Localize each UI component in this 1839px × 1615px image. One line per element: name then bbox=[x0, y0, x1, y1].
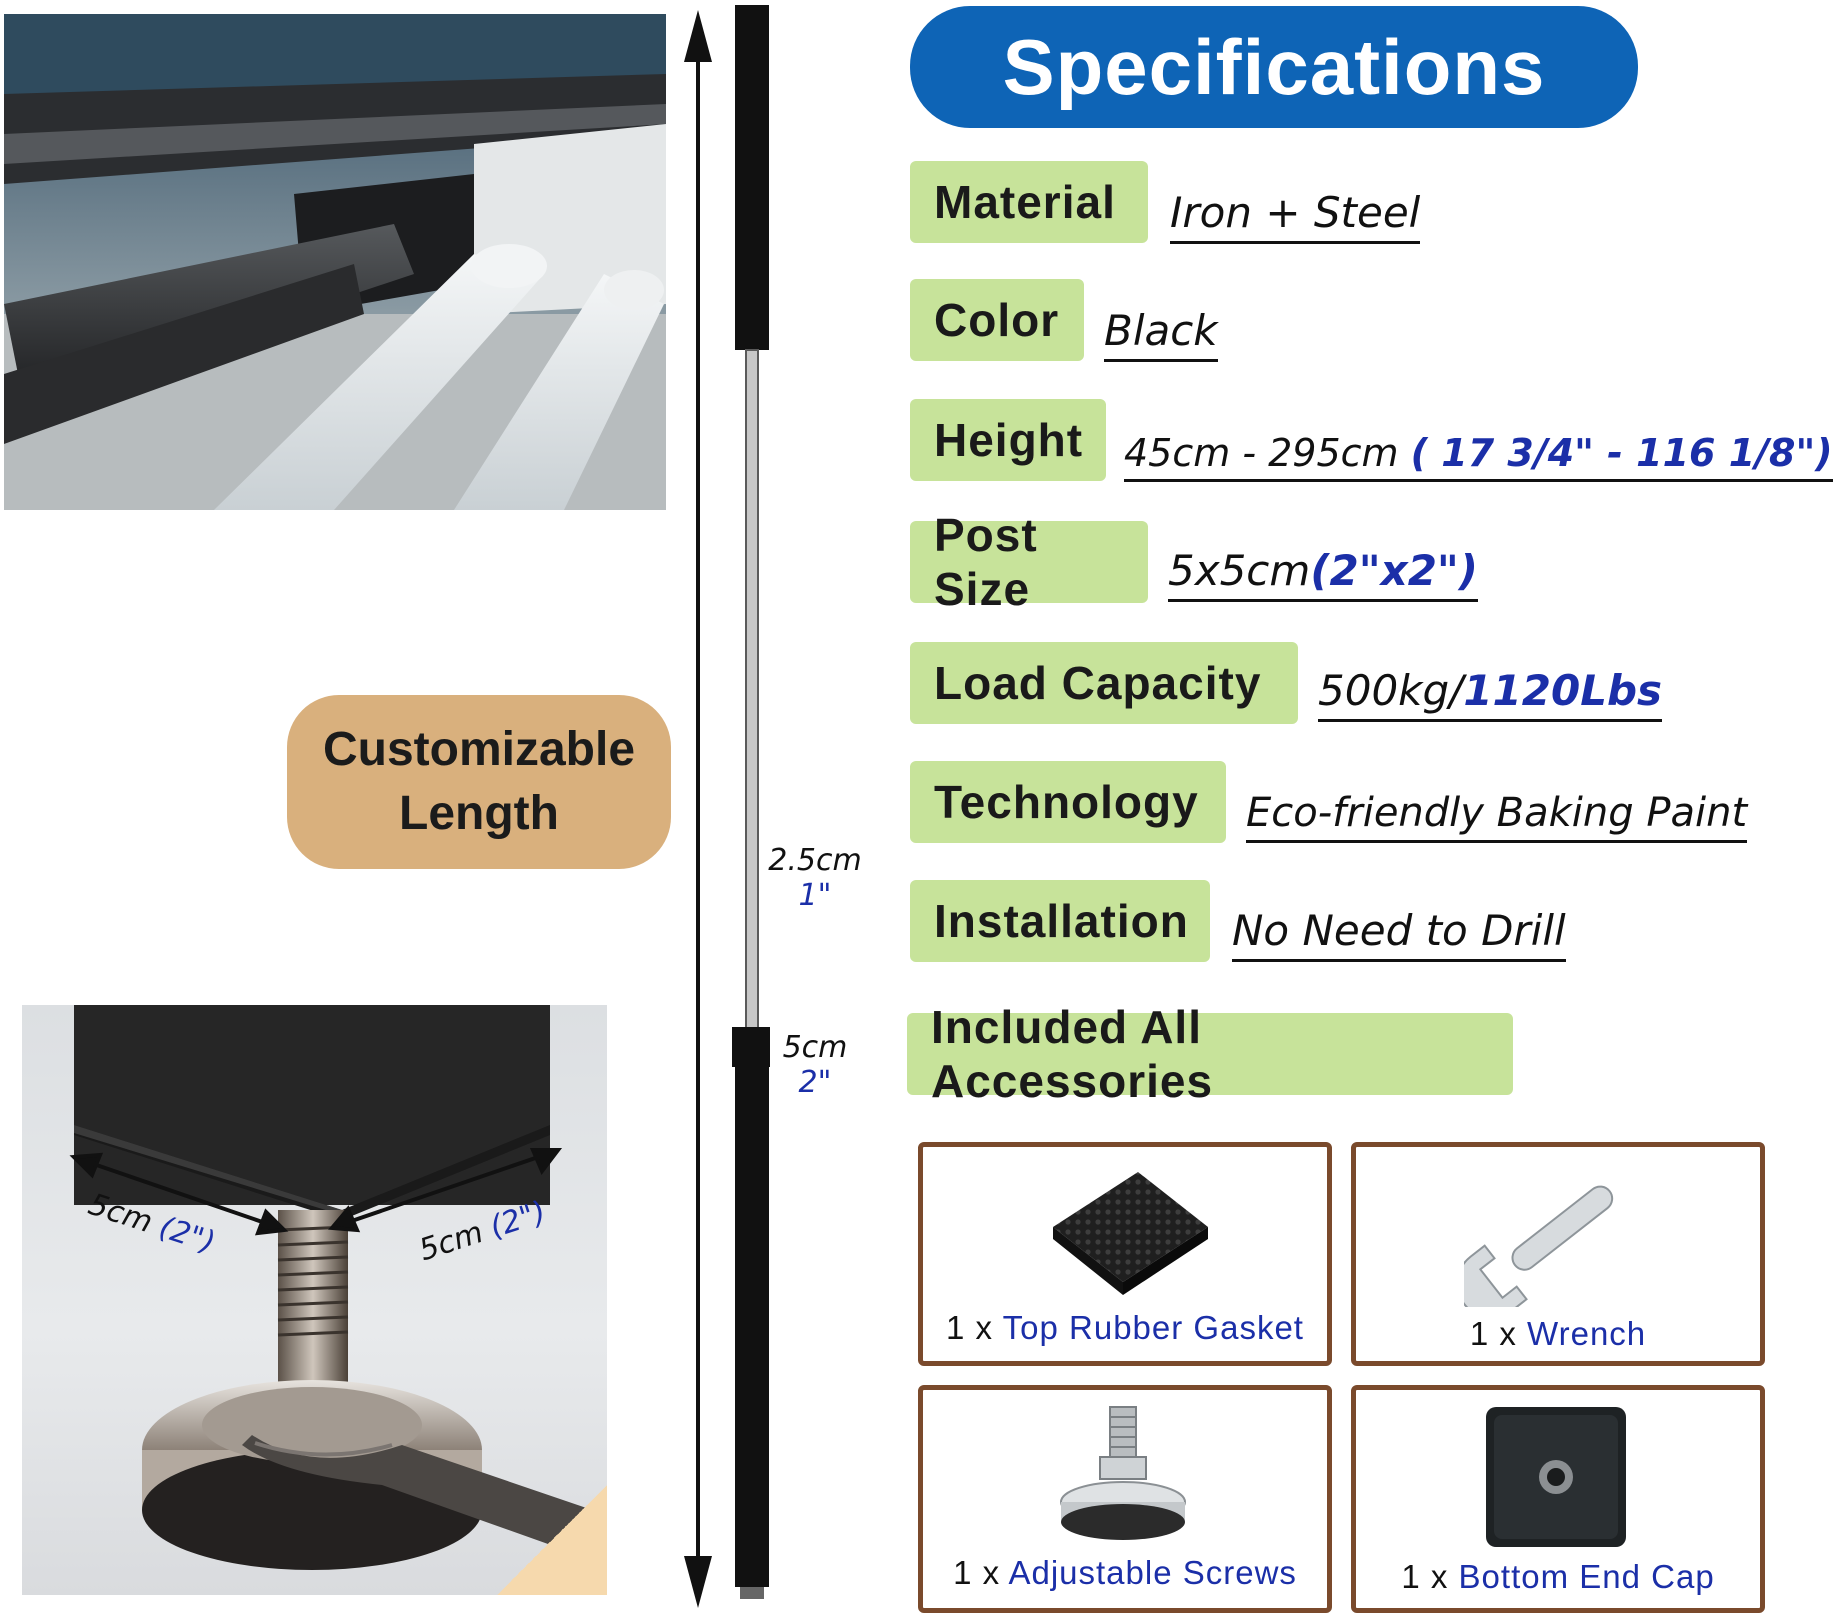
accessory-label: 1 x Wrench bbox=[1356, 1315, 1760, 1353]
spec-value-installation: No Need to Drill bbox=[1232, 895, 1566, 962]
adjustable-base-illustration bbox=[69, 1005, 607, 1570]
telescopic-pole bbox=[732, 5, 770, 1599]
post-dimension: 5cm 2" bbox=[765, 1030, 865, 1100]
load-capacity-value: 500kg/ bbox=[1318, 666, 1464, 715]
material-value: Iron + Steel bbox=[1170, 188, 1421, 237]
spec-value-color: Black bbox=[1104, 295, 1218, 362]
rod-dimension-in: 1" bbox=[798, 878, 832, 913]
post-closeup-illustration bbox=[4, 14, 666, 510]
height-arrow bbox=[684, 10, 712, 1608]
spec-label-height: Height bbox=[910, 399, 1106, 481]
adjustable-base-photo bbox=[22, 1005, 607, 1595]
rubber-gasket-icon bbox=[1053, 1172, 1208, 1295]
color-value: Black bbox=[1104, 306, 1218, 355]
wrench-icon bbox=[1464, 1185, 1614, 1307]
accessory-name: Top Rubber Gasket bbox=[1002, 1309, 1304, 1346]
accessory-label: 1 x Bottom End Cap bbox=[1356, 1558, 1760, 1596]
spec-label-load-capacity: Load Capacity bbox=[910, 642, 1298, 724]
accessory-top-rubber-gasket: 1 x Top Rubber Gasket bbox=[918, 1142, 1332, 1366]
accessory-label: 1 x Top Rubber Gasket bbox=[923, 1309, 1327, 1347]
accessories-title: Included All Accessories bbox=[907, 1001, 1513, 1107]
accessory-name: Wrench bbox=[1527, 1315, 1647, 1352]
spec-value-technology: Eco-friendly Baking Paint bbox=[1246, 776, 1748, 843]
installation-value: No Need to Drill bbox=[1232, 906, 1566, 955]
accessory-name: Adjustable Screws bbox=[1008, 1554, 1297, 1591]
spec-label-post-size: Post Size bbox=[910, 509, 1148, 615]
accessory-adjustable-screws: 1 x Adjustable Screws bbox=[918, 1385, 1332, 1613]
accessory-qty: 1 x bbox=[946, 1309, 994, 1346]
end-cap-icon bbox=[1486, 1407, 1626, 1547]
pole-diagram bbox=[684, 5, 770, 1608]
height-value: 45cm - 295cm bbox=[1124, 431, 1399, 475]
spec-value-height: 45cm - 295cm ( 17 3/4" - 116 1/8") bbox=[1124, 415, 1833, 482]
post-size-value-inches: (2"x2") bbox=[1310, 546, 1479, 595]
spec-value-load-capacity: 500kg/1120Lbs bbox=[1318, 655, 1663, 722]
specifications-title: Specifications bbox=[1002, 22, 1546, 111]
post-closeup-photo bbox=[4, 14, 666, 510]
specifications-header: Specifications bbox=[910, 6, 1638, 128]
load-capacity-value-lbs: 1120Lbs bbox=[1463, 666, 1663, 715]
customizable-length-badge: Customizable Length bbox=[287, 695, 671, 869]
spec-label-material: Material bbox=[910, 161, 1148, 243]
spec-value-post-size: 5x5cm(2"x2") bbox=[1168, 535, 1479, 602]
spec-label-technology: Technology bbox=[910, 761, 1226, 843]
accessory-qty: 1 x bbox=[953, 1554, 1001, 1591]
spec-value-material: Iron + Steel bbox=[1170, 177, 1421, 244]
custom-length-line2: Length bbox=[399, 787, 559, 840]
technology-value: Eco-friendly Baking Paint bbox=[1246, 790, 1748, 836]
accessory-bottom-end-cap: 1 x Bottom End Cap bbox=[1351, 1385, 1765, 1613]
adjustable-screw-icon bbox=[1060, 1406, 1186, 1540]
rod-dimension-cm: 2.5cm bbox=[768, 843, 862, 878]
accessory-wrench: 1 x Wrench bbox=[1351, 1142, 1765, 1366]
post-dimension-cm: 5cm bbox=[782, 1030, 848, 1065]
post-dimension-in: 2" bbox=[798, 1065, 832, 1100]
spec-label-color: Color bbox=[910, 279, 1084, 361]
accessory-qty: 1 x bbox=[1401, 1558, 1449, 1595]
rod-dimension: 2.5cm 1" bbox=[760, 843, 870, 913]
custom-length-line1: Customizable bbox=[322, 723, 636, 776]
height-value-inches: ( 17 3/4" - 116 1/8") bbox=[1410, 431, 1833, 475]
post-size-value: 5x5cm bbox=[1168, 546, 1311, 595]
accessory-name: Bottom End Cap bbox=[1458, 1558, 1715, 1595]
spec-label-installation: Installation bbox=[910, 880, 1210, 962]
accessory-label: 1 x Adjustable Screws bbox=[923, 1554, 1327, 1592]
accessory-qty: 1 x bbox=[1469, 1315, 1517, 1352]
